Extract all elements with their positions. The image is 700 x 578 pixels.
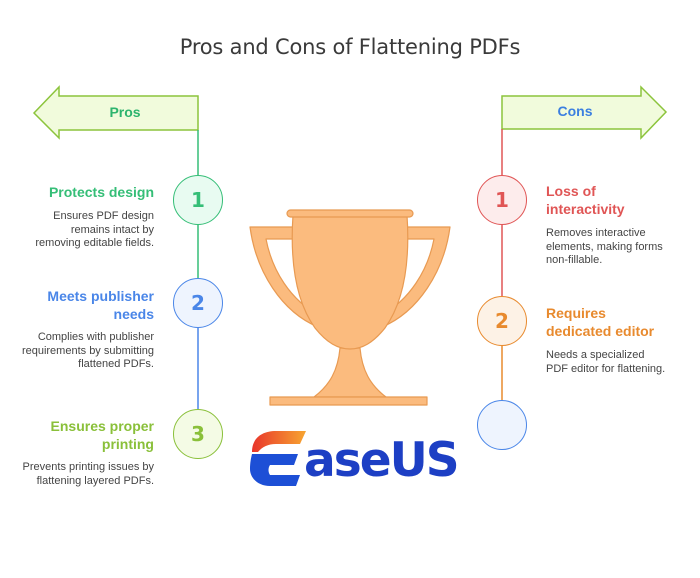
pros-number-1: 1 — [173, 175, 223, 225]
easeus-logo: aseUS — [248, 428, 460, 490]
cons-item-2: Requires dedicated editor Needs a specia… — [546, 304, 676, 376]
pros-item-2: Meets publisher needs Complies with publ… — [20, 287, 154, 372]
pros-label: Pros — [109, 104, 141, 120]
pros-number-2: 2 — [173, 278, 223, 328]
cons-number-3 — [477, 400, 527, 450]
pros-heading-2: Meets publisher needs — [47, 288, 154, 322]
pros-description-2: Complies with publisher requirements by … — [21, 331, 154, 370]
page-title: Pros and Cons of Flattening PDFs — [179, 35, 521, 59]
easeus-logo-text: aseUS — [304, 433, 460, 488]
pros-description-3: Prevents printing issues by flattening l… — [22, 461, 154, 487]
cons-description-2: Needs a specialized PDF editor for flatt… — [546, 349, 666, 375]
cons-description-1: Removes interactive elements, making for… — [546, 227, 663, 266]
cons-heading-2: Requires dedicated editor — [546, 305, 655, 339]
pros-heading-1: Protects design — [48, 184, 154, 200]
trophy-icon — [249, 209, 451, 406]
pros-arrow — [32, 85, 199, 140]
easeus-e-mark-icon — [250, 431, 306, 486]
pros-description-1: Ensures PDF design remains intact by rem… — [35, 210, 154, 249]
pros-number-3: 3 — [173, 409, 223, 459]
cons-label: Cons — [557, 103, 593, 119]
cons-heading-1: Loss of interactivity — [546, 183, 625, 217]
pros-item-1: Protects design Ensures PDF design remai… — [20, 183, 154, 251]
cons-item-1: Loss of interactivity Removes interactiv… — [546, 182, 676, 268]
cons-number-2: 2 — [477, 296, 527, 346]
pros-item-3: Ensures proper printing Prevents printin… — [20, 417, 154, 488]
cons-arrow — [501, 85, 668, 140]
pros-heading-3: Ensures proper printing — [50, 418, 154, 452]
cons-number-1: 1 — [477, 175, 527, 225]
